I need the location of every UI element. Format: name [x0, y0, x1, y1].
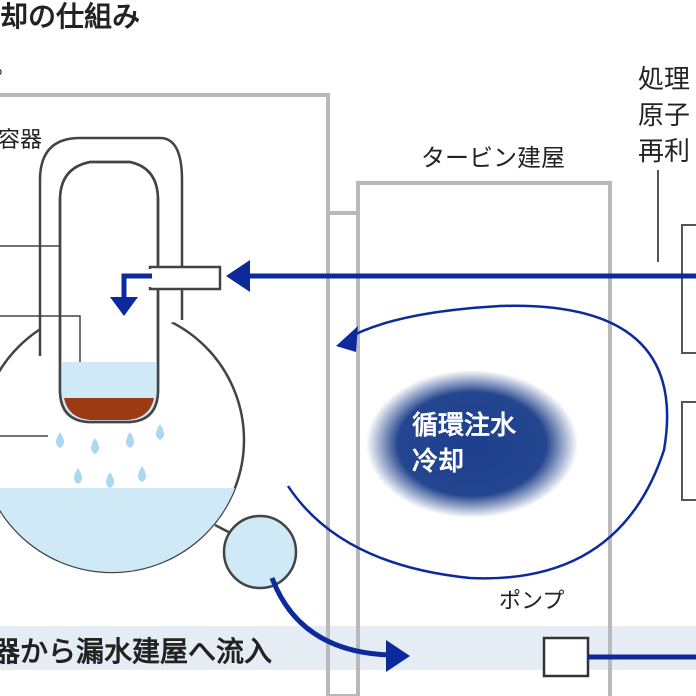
cooling-label: 循環注水 冷却	[412, 408, 516, 480]
side-note-line: 処理	[638, 65, 691, 95]
circulation-cooling-blob	[366, 370, 578, 518]
loop-arrowhead	[336, 326, 358, 352]
treatment-facility	[681, 224, 696, 354]
side-note: 処理 原子 再利	[638, 62, 690, 170]
pump-label: ポンプ	[499, 589, 565, 614]
diagram-title: 冷却の仕組み	[0, 0, 141, 33]
water-droplets	[56, 424, 164, 488]
side-note-line: 原子	[638, 101, 691, 131]
leak-label: 器から漏水建屋へ流入	[0, 635, 273, 668]
pressure-vessel	[58, 160, 160, 424]
top-fragment-text: 。	[0, 57, 16, 79]
storage-facility	[681, 401, 696, 501]
leader-line	[0, 315, 81, 362]
injection-arrow	[121, 273, 152, 300]
vessel-label: 容器	[0, 128, 43, 153]
cooling-label-line: 循環注水	[412, 411, 517, 441]
turbine-building	[356, 181, 612, 696]
building-connector	[326, 211, 360, 696]
leak-arrow	[269, 577, 391, 658]
injection-arrowhead	[110, 297, 138, 316]
flow-arrowhead	[226, 260, 250, 292]
turbine-building-label: タービン建屋	[421, 144, 565, 172]
pump-box	[542, 636, 590, 678]
cooling-label-line: 冷却	[412, 447, 465, 477]
side-note-line: 再利	[638, 137, 691, 167]
suppression-chamber	[222, 514, 298, 590]
circulation-loop	[286, 304, 669, 580]
melted-fuel	[64, 398, 154, 420]
leak-arrowhead	[386, 640, 410, 672]
injection-pipe	[148, 265, 222, 291]
